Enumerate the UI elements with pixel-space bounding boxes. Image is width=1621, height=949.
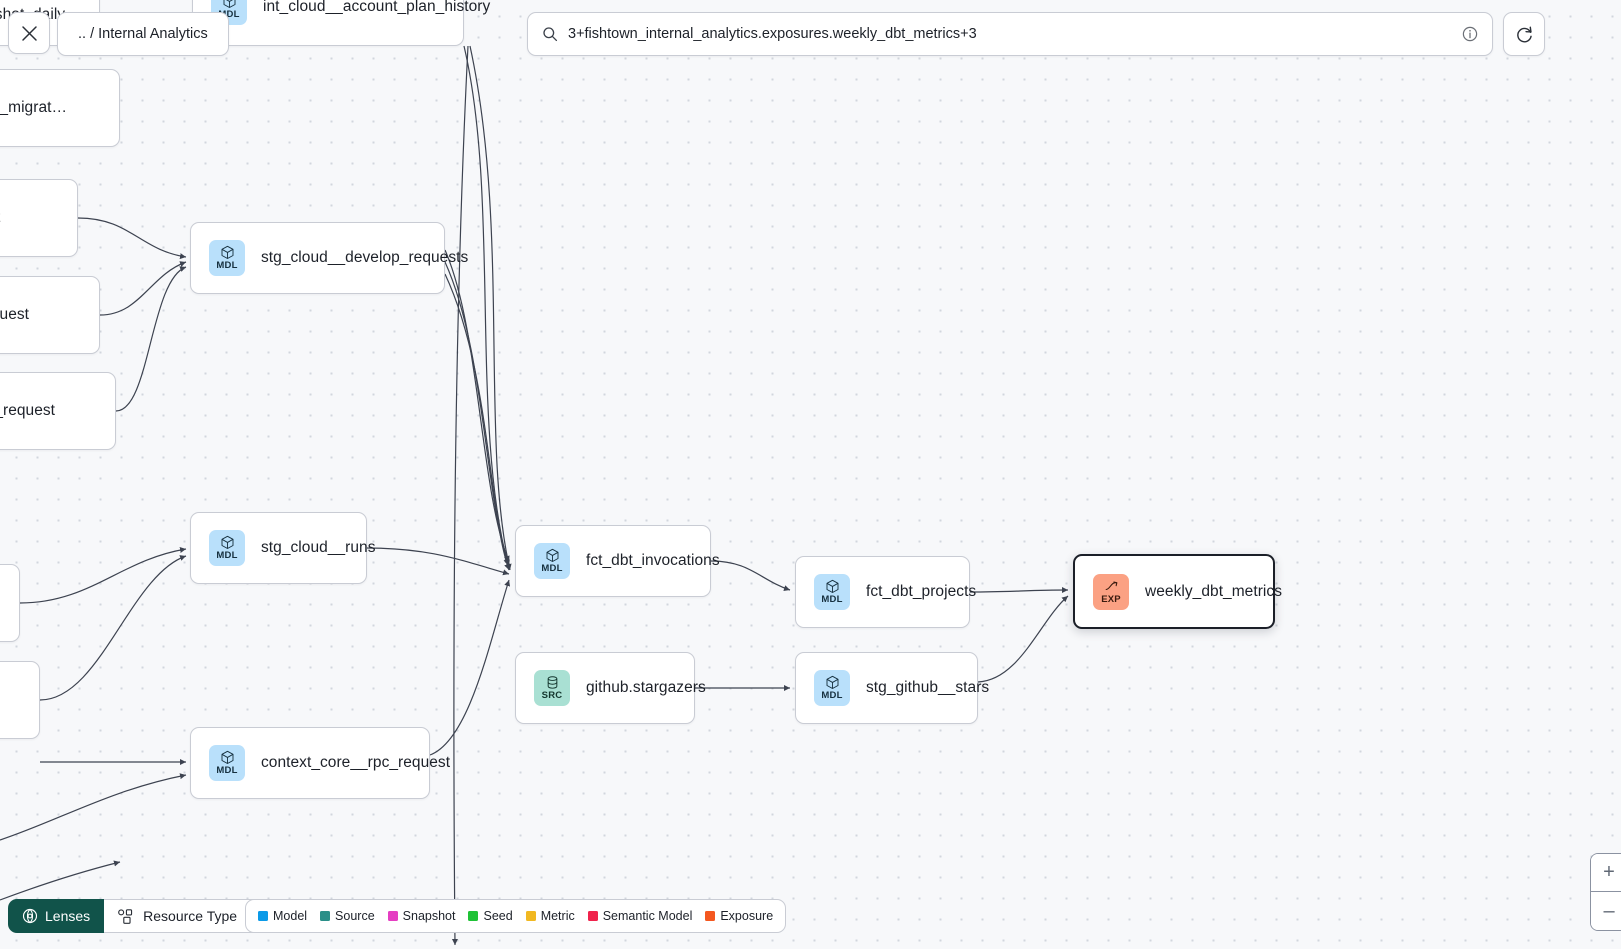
lenses-button[interactable]: Lenses [8, 899, 105, 933]
legend-item[interactable]: Model [258, 909, 307, 923]
legend-swatch-icon [705, 911, 716, 921]
legend-label: Source [335, 909, 375, 923]
node-label: multicell_migrat… [0, 99, 68, 116]
graph-node[interactable]: MDL context_core__rpc_request [190, 727, 450, 799]
node-label: stg_cloud__runs [261, 539, 376, 556]
lenses-label: Lenses [45, 908, 91, 924]
node-label: fct_dbt_invocations [586, 552, 720, 569]
legend-label: Semantic Model [602, 909, 693, 923]
graph-node[interactable]: MDLvelop_request [0, 276, 100, 354]
legend-item[interactable]: Metric [525, 909, 575, 923]
badge-label: MDL [218, 9, 240, 21]
badge-label: MDL [541, 563, 563, 575]
legend-swatch-icon [320, 911, 331, 921]
close-button[interactable] [8, 12, 50, 54]
graph-node[interactable]: MDLp_request [0, 179, 78, 257]
node-label: weekly_dbt_metrics [1145, 582, 1283, 600]
mdl-badge-icon: MDL [209, 745, 245, 781]
mdl-badge-icon: MDL [814, 670, 850, 706]
src-badge-icon: SRC [534, 670, 570, 706]
graph-node[interactable]: MDL fct_dbt_invocations [515, 525, 720, 597]
exp-badge-icon: EXP [1093, 573, 1129, 610]
legend-swatch-icon [258, 911, 268, 921]
node-label: stg_cloud__develop_requests [261, 249, 469, 266]
resource-type-label: Resource Type [143, 908, 238, 924]
resource-type-dropdown[interactable]: Resource Type [104, 899, 274, 933]
legend-swatch-icon [468, 911, 479, 921]
badge-label: SRC [541, 690, 563, 702]
graph-node[interactable]: MDL_run [0, 661, 40, 739]
badge-label: EXP [1101, 593, 1121, 605]
legend-item[interactable]: Seed [468, 909, 513, 923]
badge-label: MDL [821, 690, 843, 702]
graph-node[interactable]: MDL stg_cloud__runs [190, 512, 375, 584]
node-label: stg_github__stars [866, 679, 990, 696]
node-label: fct_dbt_projects [866, 583, 977, 600]
badge-label: MDL [216, 260, 238, 272]
resource-type-icon [118, 908, 133, 924]
node-label: velop_request [0, 306, 30, 323]
graph-node[interactable]: EXP weekly_dbt_metrics [1073, 554, 1282, 629]
node-label: context_core__rpc_request [261, 754, 451, 771]
legend-swatch-icon [525, 911, 536, 921]
node-label: int_cloud__account_plan_history [263, 0, 491, 15]
legend-item[interactable]: Semantic Model [587, 909, 693, 923]
graph-node[interactable]: MDL stg_cloud__develop_requests [190, 222, 468, 294]
graph-node[interactable]: MDL fct_dbt_projects [795, 556, 976, 628]
graph-node[interactable]: SRC github.stargazers [515, 652, 706, 724]
info-icon[interactable] [1462, 26, 1478, 42]
legend-label: Model [273, 909, 308, 923]
legend-label: Metric [540, 909, 575, 923]
mdl-badge-icon: MDL [209, 530, 245, 566]
graph-node[interactable]: MDL stg_github__stars [795, 652, 989, 724]
breadcrumb[interactable]: .. / Internal Analytics [57, 12, 229, 56]
badge-label: MDL [216, 765, 238, 777]
graph-node[interactable]: MDL int_cloud__account_plan_history [192, 0, 490, 46]
zoom-in-button[interactable]: + [1591, 854, 1621, 892]
mdl-badge-icon: MDL [814, 574, 850, 610]
breadcrumb-label: .. / Internal Analytics [78, 26, 208, 42]
lineage-search-bar[interactable] [527, 12, 1493, 56]
legend-swatch-icon [587, 911, 598, 921]
resource-type-legend: Model Source Snapshot Seed Metric Semantic Mo… [245, 899, 787, 933]
graph-node[interactable]: MDLn [0, 564, 20, 642]
zoom-controls[interactable]: + – [1590, 853, 1621, 931]
badge-label: MDL [821, 594, 843, 606]
lenses-toolbar: Lenses Resource Type [8, 899, 274, 933]
mdl-badge-icon: MDL [534, 543, 570, 579]
legend-swatch-icon [387, 911, 398, 921]
zoom-out-button[interactable]: – [1591, 892, 1621, 930]
search-icon [542, 26, 558, 42]
search-input[interactable] [568, 26, 1454, 42]
lens-icon [22, 908, 38, 924]
graph-node[interactable]: MDL_develop_request [0, 372, 116, 450]
legend-label: Exposure [720, 909, 774, 923]
refresh-button[interactable] [1503, 12, 1545, 56]
refresh-icon [1516, 26, 1532, 42]
legend-label: Snapshot [402, 909, 456, 923]
graph-node[interactable]: MDLmulticell_migrat… [0, 69, 120, 147]
close-icon [21, 25, 37, 41]
node-label: github.stargazers [586, 679, 706, 696]
node-label: _develop_request [0, 402, 56, 419]
legend-label: Seed [483, 909, 513, 923]
legend-item[interactable]: Source [320, 909, 375, 923]
mdl-badge-icon: MDL [209, 240, 245, 276]
badge-label: MDL [216, 550, 238, 562]
legend-item[interactable]: Snapshot [387, 909, 456, 923]
legend-item[interactable]: Exposure [705, 909, 773, 923]
